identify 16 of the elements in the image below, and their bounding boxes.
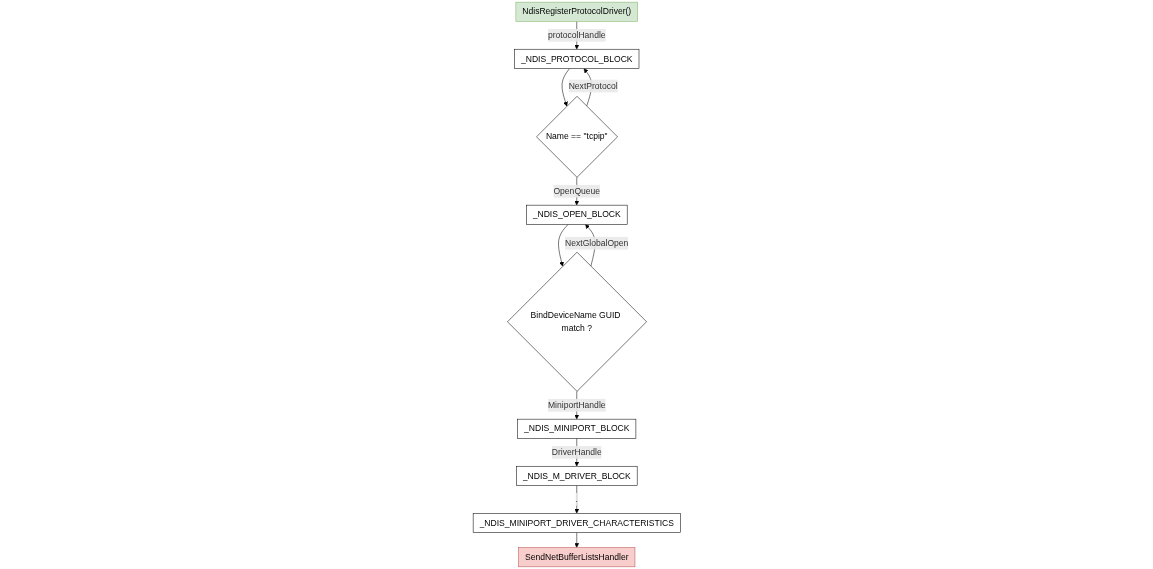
edge-label: MiniportHandle [547,400,606,410]
node-box: _NDIS_PROTOCOL_BLOCK [514,48,639,69]
edge-label: DriverHandle [551,447,602,457]
node-box: _NDIS_OPEN_BLOCK [525,204,628,225]
edge-label: NextGlobalOpen [564,238,629,248]
edge-label: NextProtocol [568,81,618,91]
node-box: _NDIS_MINIPORT_BLOCK [517,418,636,439]
node-diamond: BindDeviceName GUID match ? [506,251,647,392]
node-box: SendNetBufferListsHandler [518,547,635,568]
node-diamond: Name == "tcpip" [536,96,618,178]
node-box: _NDIS_M_DRIVER_BLOCK [515,466,638,486]
edge-label: protocolHandle [547,30,606,40]
node-box: _NDIS_MINIPORT_DRIVER_CHARACTERISTICS [472,513,681,533]
edge-label: . [575,494,578,504]
node-box: NdisRegisterProtocolDriver() [515,1,638,22]
edge-label: OpenQueue [553,186,600,196]
